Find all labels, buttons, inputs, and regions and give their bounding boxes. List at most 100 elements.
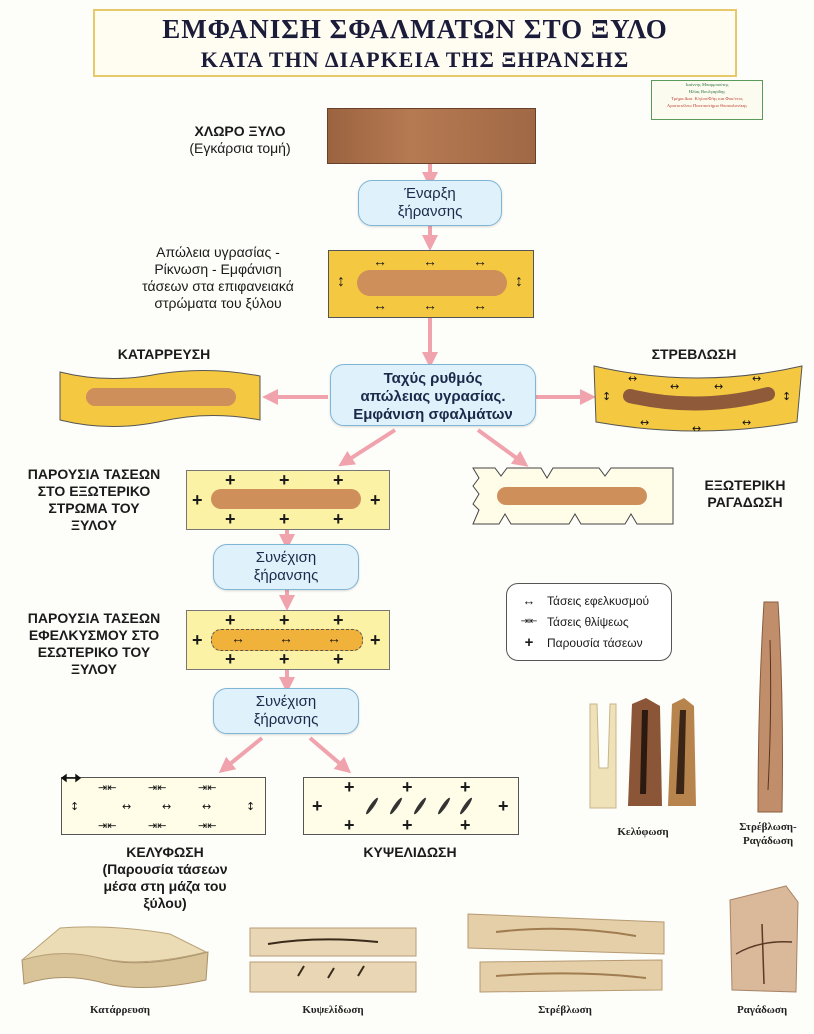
stress-plus: +: [225, 649, 236, 669]
honeycomb-label: ΚΥΨΕΛΙΔΩΣΗ: [363, 844, 457, 860]
warp-check-photo-caption-2: Ραγάδωση: [742, 835, 794, 847]
surface-check-line-1: ΕΞΩΤΕΡΙΚΗ: [704, 477, 786, 493]
start-drying-line-1: Έναρξη: [404, 185, 456, 202]
compression-arrow-vertical: ↕: [70, 800, 79, 813]
outer-stress-line-4: ΞΥΛΟΥ: [71, 517, 117, 533]
continue2-line-1: Συνέχιση: [255, 693, 317, 710]
tension-arrow: ↔: [423, 297, 437, 313]
legend-stress: Παρουσία τάσεων: [547, 635, 643, 650]
tension-legend-icon: ↔: [522, 593, 536, 608]
inner-stress-line-4: ΞΥΛΟΥ: [71, 661, 117, 677]
honeycomb-photo: [249, 927, 417, 993]
credit-line-3: Τμήμα Δασ. Κ/γίου/Φ/ης και Φυσ/ντος: [671, 96, 743, 101]
legend: ↔ Τάσεις εφελκυσμού ⇥⇤ Τάσεις θλίψεως + …: [506, 583, 672, 661]
surface-check-line-2: ΡΑΓΑΔΩΣΗ: [707, 494, 783, 510]
stress-plus: +: [333, 470, 344, 490]
stress-plus: +: [225, 470, 236, 490]
collapse-photo: [21, 926, 209, 989]
tension-arrow: ↔: [742, 416, 751, 429]
legend-compression: Τάσεις θλίψεως: [547, 614, 629, 629]
arrow-cont2-to-honey: [308, 736, 352, 774]
stress-plus: +: [402, 815, 413, 835]
credit-line-4: Αριστοτέλειο Πανεπιστήμιο Θεσσαλονίκης: [666, 103, 748, 108]
collapse-photo-caption: Κατάρρευση: [89, 1004, 151, 1016]
moisture-loss-line-2: Ρίκνωση - Εμφάνιση: [154, 261, 282, 277]
start-drying-line-2: ξήρανσης: [397, 203, 463, 220]
credit-line-1: Ιωάννης Μπαρμπούτης: [685, 82, 729, 87]
casehardening-sample: ⇥⇤ ⇥⇤ ⇥⇤ ⇥⇤ ⇥⇤ ⇥⇤ ↔ ↔ ↔ ↕ ↕: [60, 773, 266, 835]
continue-drying-pill-2: Συνέχιση ξήρανσης: [213, 688, 359, 734]
continue-drying-pill-1: Συνέχιση ξήρανσης: [213, 544, 359, 590]
tension-arrow: ↔: [162, 800, 171, 813]
tension-arrow: ↔: [473, 253, 487, 269]
inner-stress-label: ΠΑΡΟΥΣΙΑ ΤΑΣΕΩΝ ΕΦΕΛΚΥΣΜΟΥ ΣΤΟ ΕΣΩΤΕΡΙΚΟ…: [4, 610, 184, 678]
check-photo-caption: Ραγάδωση: [736, 1004, 788, 1016]
compression-arrow: ⇥⇤: [148, 781, 166, 794]
compression-arrow: ⇥⇤: [98, 819, 116, 832]
fast-rate-pill: Ταχύς ρυθμός απώλειας υγρασίας. Εμφάνιση…: [330, 364, 536, 426]
green-wood-sublabel: (Εγκάρσια τομή): [189, 140, 291, 156]
casehardening-line-3: μέσα στη μάζα του: [103, 878, 227, 894]
tension-arrow-vertical: ↕: [602, 390, 611, 403]
title-line-1: ΕΜΦΑΝΙΣΗ ΣΦΑΛΜΑΤΩΝ ΣΤΟ ΞΥΛΟ: [162, 14, 668, 44]
compression-arrow: ⇥⇤: [98, 781, 116, 794]
stress-plus: +: [225, 610, 236, 630]
stress-plus: +: [370, 490, 381, 510]
collapse-label: ΚΑΤΑΡΡΕΥΣΗ: [117, 346, 211, 362]
tension-arrow: ↔: [122, 800, 131, 813]
continue1-line-2: ξήρανσης: [253, 567, 319, 584]
tension-arrow: ↔: [670, 380, 679, 393]
outer-stress-line-2: ΣΤΟ ΕΞΩΤΕΡΙΚΟ: [37, 483, 151, 499]
tension-arrow-vertical: ↕: [515, 273, 523, 290]
stress-plus: +: [279, 470, 290, 490]
stress-plus: +: [498, 796, 509, 816]
moisture-loss-line-4: στρώματα του ξύλου: [154, 295, 282, 311]
surface-check-label: ΕΞΩΤΕΡΙΚΗ ΡΑΓΑΔΩΣΗ: [680, 477, 810, 511]
stress-plus: +: [344, 815, 355, 835]
inner-stress-sample: ↔ ↔ ↔ + + + + + + + +: [186, 610, 390, 670]
wood-core: [211, 629, 363, 651]
tension-arrow: ↔: [473, 297, 487, 313]
warp-sample: ↔ ↔ ↔ ↔ ↔ ↔ ↔ ↕ ↕: [593, 365, 803, 435]
stress-plus: +: [279, 649, 290, 669]
tension-arrow: ↔: [692, 422, 701, 435]
legend-tension: Τάσεις εφελκυσμού: [547, 593, 650, 608]
moisture-loss-label: Απώλεια υγρασίας - Ρίκνωση - Εμφάνιση τά…: [118, 244, 318, 312]
fast-rate-line-2: απώλειας υγρασίας.: [360, 388, 506, 405]
continue2-line-2: ξήρανσης: [253, 711, 319, 728]
stress-plus: +: [333, 610, 344, 630]
tension-arrow: ↔: [373, 253, 387, 269]
tension-arrow: ↔: [423, 253, 437, 269]
casehardening-line-4: ξύλου): [143, 895, 187, 911]
tension-arrow-vertical: ↕: [782, 390, 791, 403]
compression-legend-icon: ⇥⇤: [520, 616, 538, 627]
stress-plus: +: [344, 777, 355, 797]
tension-arrow: ↔: [279, 630, 293, 646]
moisture-loss-line-1: Απώλεια υγρασίας -: [156, 244, 280, 260]
wood-core: [211, 489, 361, 509]
stress-legend-icon: +: [524, 634, 534, 651]
honeycomb-sample: + + + + + + + +: [303, 777, 519, 835]
warp-photo-caption: Στρέβλωση: [538, 1004, 592, 1016]
honeycomb-photo-caption: Κυψελίδωση: [302, 1004, 364, 1016]
wood-core: [357, 270, 507, 296]
credit-box: Ιωάννης Μπαρμπούτης Ηλίας Βουλγαρίδης Τμ…: [651, 80, 763, 120]
casehardening-line-1: ΚΕΛΥΦΩΣΗ: [126, 844, 204, 860]
title-line-2: ΚΑΤΑ ΤΗΝ ΔΙΑΡΚΕΙΑ ΤΗΣ ΞΗΡΑΝΣΗΣ: [200, 47, 630, 72]
outer-stress-label: ΠΑΡΟΥΣΙΑ ΤΑΣΕΩΝ ΣΤΟ ΕΞΩΤΕΡΙΚΟ ΣΤΡΩΜΑ ΤΟΥ…: [4, 466, 184, 534]
compression-arrow-vertical: ↕: [246, 800, 255, 813]
collapse-sample: [59, 369, 261, 427]
tension-arrow: ↔: [714, 380, 723, 393]
outer-stress-line-1: ΠΑΡΟΥΣΙΑ ΤΑΣΕΩΝ: [27, 466, 161, 482]
arrow-cont2-to-case: [218, 736, 264, 774]
compression-arrow: ⇥⇤: [198, 819, 216, 832]
outer-stress-line-3: ΣΤΡΩΜΑ ΤΟΥ: [48, 500, 140, 516]
outer-stress-sample: + + + + + + + +: [186, 470, 390, 530]
fast-rate-line-1: Ταχύς ρυθμός: [383, 370, 483, 387]
tension-arrow: ↔: [327, 630, 341, 646]
inner-stress-line-1: ΠΑΡΟΥΣΙΑ ΤΑΣΕΩΝ: [27, 610, 161, 626]
honeycomb-cracks: [366, 797, 472, 815]
title-box: ΕΜΦΑΝΙΣΗ ΣΦΑΛΜΑΤΩΝ ΣΤΟ ΞΥΛΟ ΚΑΤΑ ΤΗΝ ΔΙΑ…: [93, 9, 737, 77]
warp-photo: [467, 913, 665, 993]
